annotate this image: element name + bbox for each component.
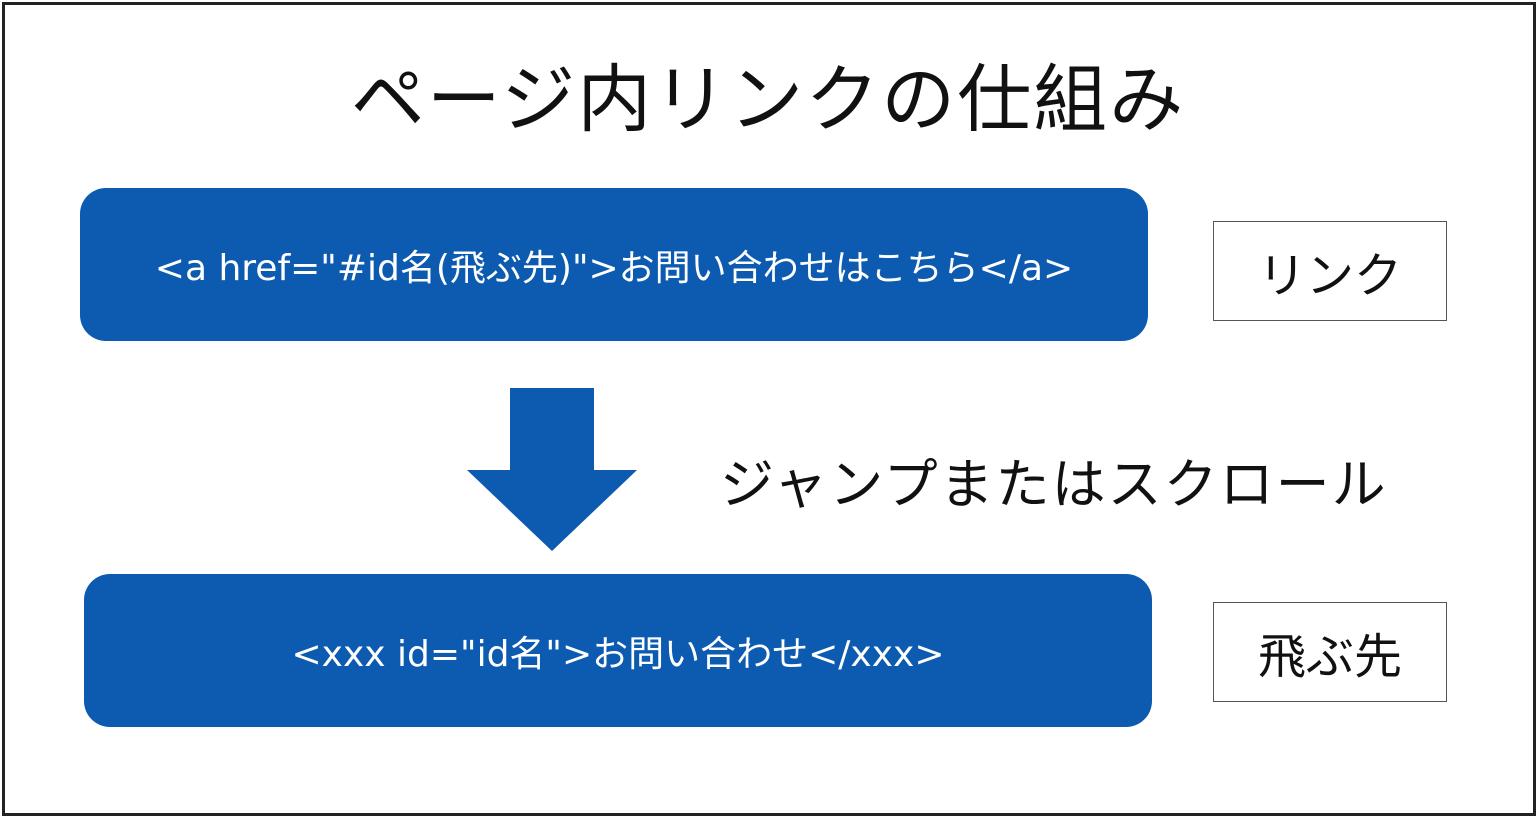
target-label-text: 飛ぶ先 (1257, 629, 1402, 685)
diagram-title: ページ内リンクの仕組み (350, 57, 1186, 143)
link-code-box: <a href="#id名(飛ぶ先)">お問い合わせはこちら</a> (80, 188, 1148, 341)
target-code-box: <xxx id="id名">お問い合わせ</xxx> (84, 574, 1152, 727)
target-code-text: <xxx id="id名">お問い合わせ</xxx> (291, 633, 945, 675)
target-label-box: 飛ぶ先 (1213, 602, 1447, 702)
link-code-text: <a href="#id名(飛ぶ先)">お問い合わせはこちら</a> (154, 247, 1074, 289)
down-arrow-icon (467, 388, 637, 551)
link-label-text: リンク (1257, 248, 1402, 304)
link-label-box: リンク (1213, 221, 1447, 321)
jump-text: ジャンプまたはスクロール (720, 453, 1388, 516)
